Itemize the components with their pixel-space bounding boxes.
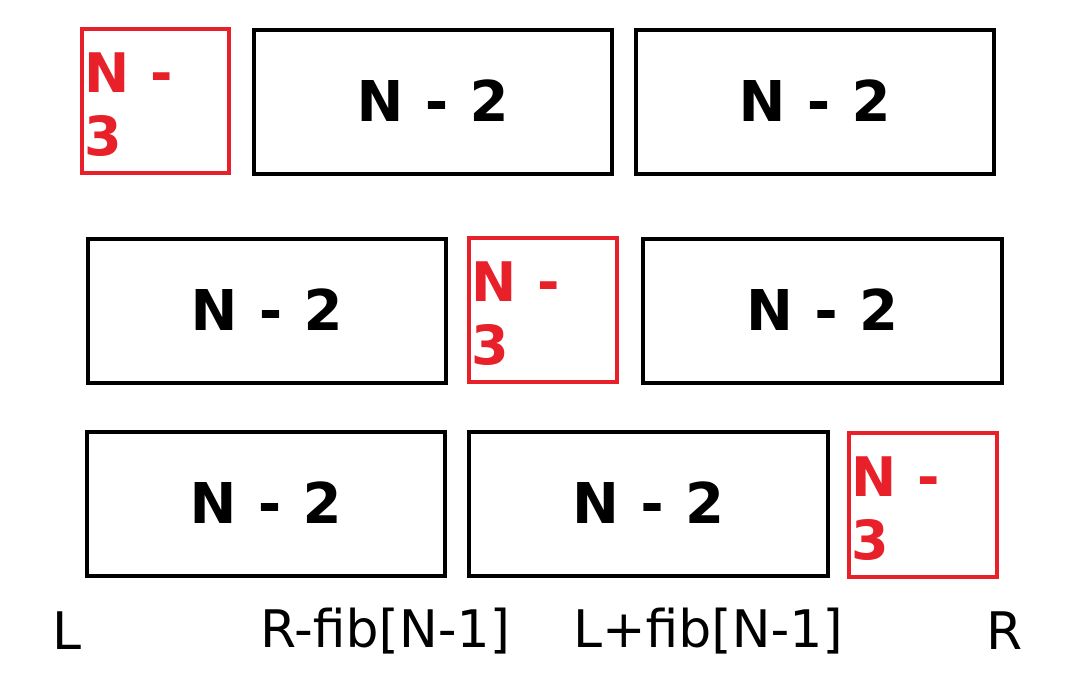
row3-box2-n-minus-2: N - 2	[467, 430, 830, 578]
label-R-minus-fib: R-fib[N-1]	[260, 600, 510, 660]
row1-box1-n-minus-3: N - 3	[80, 27, 231, 175]
row3-box3-n-minus-3: N - 3	[847, 431, 999, 579]
label-R: R	[986, 602, 1023, 662]
label-L: L	[52, 602, 81, 662]
row2-box3-n-minus-2: N - 2	[641, 237, 1004, 385]
row2-box2-n-minus-3: N - 3	[467, 236, 619, 384]
row2-box1-n-minus-2: N - 2	[86, 237, 448, 385]
label-L-plus-fib: L+fib[N-1]	[573, 600, 843, 660]
row3-box1-n-minus-2: N - 2	[85, 430, 447, 578]
row1-box2-n-minus-2: N - 2	[252, 28, 614, 176]
row1-box3-n-minus-2: N - 2	[634, 28, 996, 176]
